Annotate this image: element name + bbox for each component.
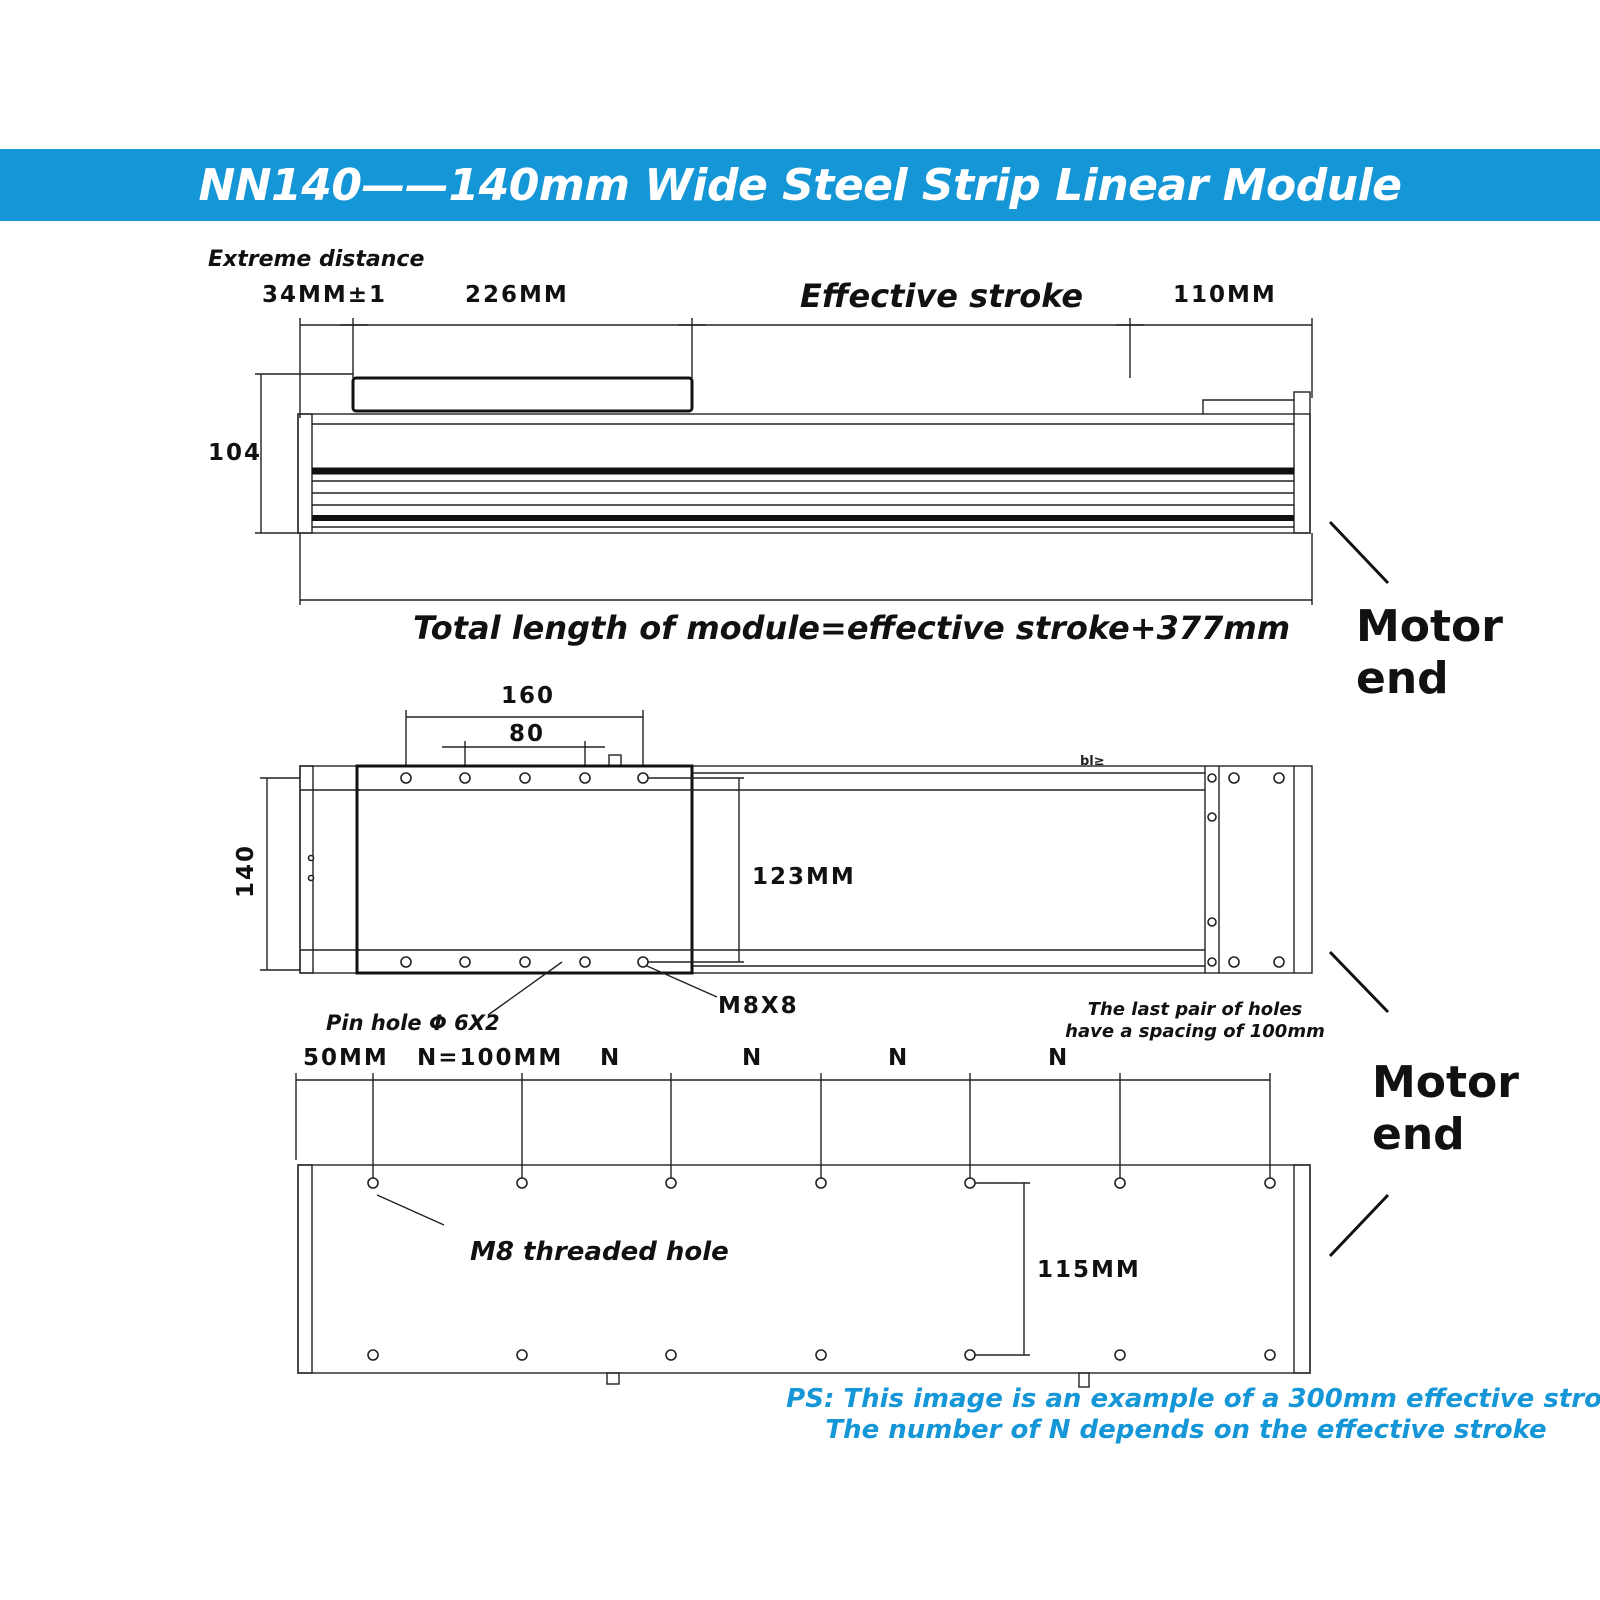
dim-123mm-label: 123MM — [752, 864, 856, 890]
n-label-3: N — [888, 1045, 909, 1071]
dim-226mm-label: 226MM — [465, 282, 569, 308]
dim-80-label: 80 — [509, 721, 545, 747]
side-view: Extreme distance 34MM±1 226MM Effective … — [208, 247, 1503, 704]
dim-110mm-label: 110MM — [1173, 282, 1277, 308]
motor-end-label-1b: end — [1356, 653, 1449, 704]
last-pair-note-1: The last pair of holes — [1088, 999, 1303, 1020]
dim-115mm-label: 115MM — [1037, 1257, 1141, 1283]
bottom-view: 50MM N=100MM N N N N — [295, 1045, 1519, 1388]
n-label-4: N — [1048, 1045, 1069, 1071]
m8-threaded-holes — [367, 1177, 1276, 1361]
width-140-label: 140 — [233, 844, 259, 898]
motor-end-leader-3 — [1328, 1193, 1390, 1258]
m8x8-label: M8X8 — [718, 993, 799, 1019]
motor-end-label-2b: end — [1372, 1109, 1465, 1160]
effective-stroke-label: Effective stroke — [800, 277, 1083, 315]
m8-threaded-hole-label: M8 threaded hole — [470, 1237, 729, 1267]
module-body — [297, 413, 1311, 534]
height-104-label: 104 — [208, 440, 262, 466]
base-plate — [297, 1164, 1311, 1374]
top-view: 160 80 bl≥ — [233, 683, 1390, 1042]
page-title: NN140——140mm Wide Steel Strip Linear Mod… — [198, 159, 1402, 211]
svg-text:bl≥: bl≥ — [1080, 754, 1105, 769]
carriage — [351, 376, 694, 413]
motor-bracket — [1202, 399, 1294, 414]
motor-end-label-1a: Motor — [1356, 601, 1503, 652]
n-label-1: N — [600, 1045, 621, 1071]
extreme-distance-label: Extreme distance — [208, 247, 424, 272]
motor-end-label-2a: Motor — [1372, 1057, 1519, 1108]
pin-hole-label: Pin hole Φ 6X2 — [326, 1011, 500, 1035]
dim-34mm-label: 34MM±1 — [262, 282, 387, 308]
hole-spacing-dimension — [295, 1073, 1271, 1183]
carriage-holes — [400, 772, 649, 968]
ps-note-line-2: The number of N depends on the effective… — [825, 1415, 1546, 1445]
motor-end-leader-2 — [1328, 950, 1390, 1014]
top-carriage — [355, 764, 694, 975]
last-pair-note-2: have a spacing of 100mm — [1065, 1021, 1325, 1042]
dim-160-label: 160 — [501, 683, 555, 709]
height-dimension: 104 — [208, 373, 353, 534]
dim-n100mm-label: N=100MM — [417, 1045, 563, 1071]
n-label-2: N — [742, 1045, 763, 1071]
motor-end-leader-1 — [1328, 520, 1390, 585]
top-dimension-line — [299, 318, 1313, 418]
dim-50mm-label: 50MM — [303, 1045, 389, 1071]
total-length-label: Total length of module=effective stroke+… — [413, 609, 1290, 647]
title-banner: NN140——140mm Wide Steel Strip Linear Mod… — [0, 149, 1600, 221]
ps-note-line-1: PS: This image is an example of a 300mm … — [786, 1384, 1600, 1414]
